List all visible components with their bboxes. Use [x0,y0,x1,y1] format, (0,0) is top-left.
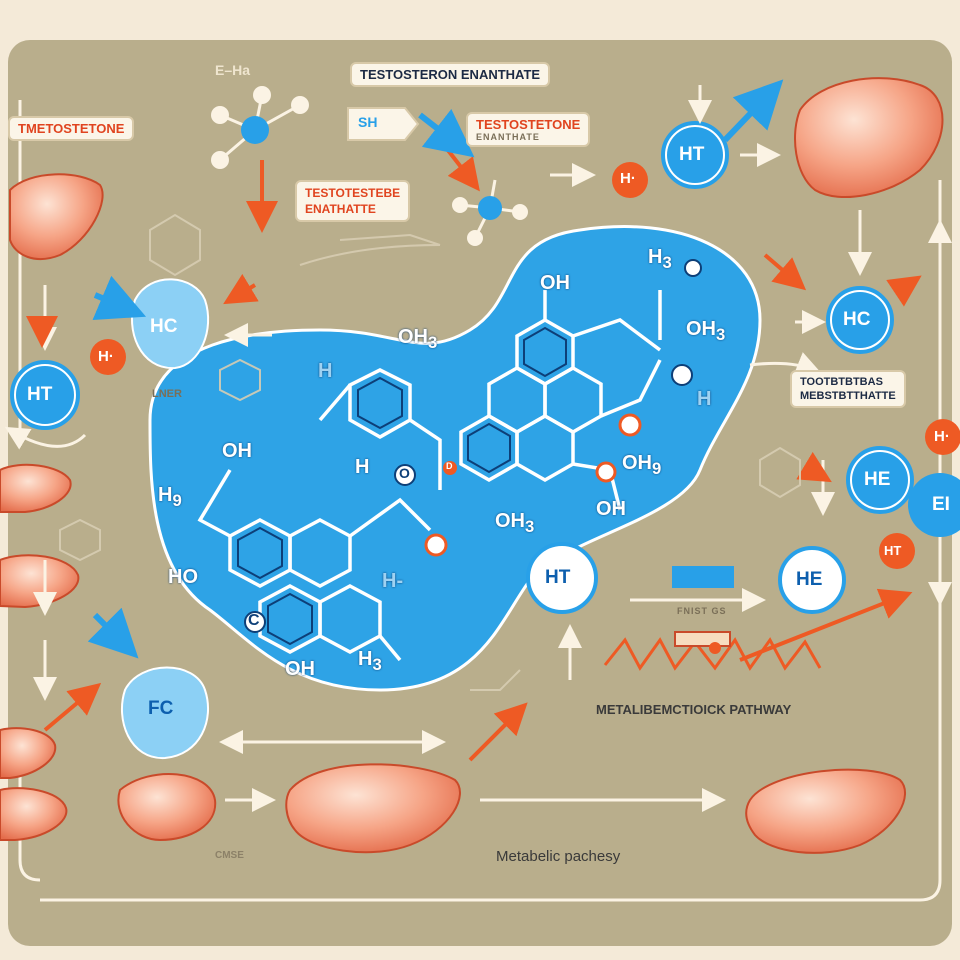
node-h-top: H· [620,170,636,187]
chem-oh3-top-oh: OH [686,318,716,340]
chem-h-left: H [318,360,333,382]
background-sketches [59,213,801,691]
label-eha: E–Ha [215,62,251,78]
label-tmetostetone: TMETOSTETONE [8,116,135,141]
node-ht-mid: HT [545,567,571,588]
label-tootbst: TOOTBTBTBAS [800,376,883,388]
label-testostetone-sub: ENANTHATE [476,132,540,142]
chem-oh3-center: OH3 [495,510,534,537]
chem-oh-top: OH [540,272,570,294]
chem-oh3-right-sub: 9 [652,459,662,478]
chem-h3-top: H3 [648,246,672,273]
chem-o-ring: O [399,465,410,481]
arrows-orange [26,138,922,762]
chem-h9-sub: 9 [172,491,182,510]
chem-oh3-right: OH9 [622,452,661,479]
arrows-light [4,85,952,812]
metabolic-label: Metabelic pachesy [496,848,621,865]
node-he-mid: HE [796,569,823,590]
chem-h3-top-h: H [648,246,663,268]
label-enanthatte: ENATHATTE [305,202,376,216]
node-ht-orange: HT [884,543,902,558]
chem-h3-bottom-sub: 3 [372,655,382,674]
label-fast: FNIST GS [677,606,727,616]
molecule-blob [148,225,762,692]
node-fc: FC [148,698,174,719]
molecule-dark-rings [237,326,567,646]
label-lner: LNER [152,388,182,400]
chem-h3-top-sub: 3 [662,253,672,272]
zigzag-marker [674,631,731,647]
zigzag-dot [709,642,721,654]
hc-blob [130,278,210,370]
chem-oh3-left-oh: OH [398,326,428,348]
title-label: TESTOSTERON ENANTHATE [350,62,551,87]
label-testostetone-main: TESTOSTETONE [476,117,581,132]
arrows-blue [87,79,784,659]
chem-oh3-right-oh: OH [622,452,652,474]
chem-oh-mid: OH [222,440,252,462]
chem-oh3-center-oh: OH [495,510,525,532]
chem-oh3-top-sub: 3 [716,325,726,344]
node-h-right: H· [934,428,950,445]
chem-h3-bottom: H3 [358,648,382,675]
liver-icon [0,77,944,854]
chem-h3-bottom-h: H [358,648,373,670]
node-hc-left: HC [150,316,178,337]
zigzag-line [603,637,822,671]
small-label: CMSE [215,850,244,861]
node-fills [16,127,960,608]
label-mebst: MEBSTBTTHATTE [800,390,896,402]
label-testostestebe: TESTOTESTEBE ENATHATTE [295,180,411,222]
node-he-right: HE [864,469,891,490]
label-sh: SH [358,114,378,130]
node-ht-top: HT [679,144,705,165]
node-h-left: H· [98,348,114,365]
chem-h9: H9 [158,484,182,511]
chem-h-mid: H [697,388,712,410]
chem-ho: HO [168,566,198,588]
orange-nodes [90,162,960,569]
chem-oh-right: OH [596,498,626,520]
fc-blob [120,666,210,760]
label-testostetone: TESTOSTETONE ENANTHATE [466,112,591,147]
molecule-icon-atoms [211,86,528,246]
label-right-box: TOOTBTBTBAS MEBSTBTTHATTE [790,370,906,408]
label-testostestebe-main: TESTOTESTEBE [305,186,401,200]
node-ht-left: HT [27,384,53,405]
chem-h-right-ring: H [355,456,370,478]
chem-oh3-left-sub: 3 [428,333,438,352]
node-hc-right: HC [843,309,871,330]
chem-c-atom: C [248,612,260,629]
chem-oh3-left: OH3 [398,326,437,353]
blue-bar [672,566,734,588]
pathway-label: METALIBEMCTIOICK PATHWAY [596,702,792,717]
chem-h-dash: H- [382,570,404,592]
chem-h9-h: H [158,484,173,506]
node-e-right: EI [932,494,950,515]
chem-oh3-top: OH3 [686,318,725,345]
molecule-atoms [244,259,702,633]
chem-d-ring: D [446,461,453,471]
sh-tag [347,107,420,141]
chem-oh-bottom: OH [285,658,315,680]
chem-oh3-center-sub: 3 [525,517,535,536]
